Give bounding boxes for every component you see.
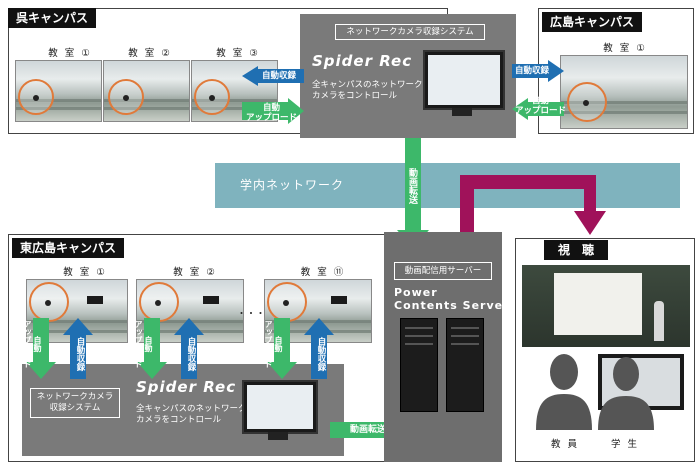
- camera-icon: [108, 79, 144, 115]
- viewing-distribution-arrow: [460, 175, 606, 238]
- lecturer-figure: [654, 301, 664, 341]
- hiroshima-auto-record-label: 自動収録: [515, 66, 550, 76]
- higashi-room-2-label: 教 室 ②: [173, 267, 217, 278]
- higashi-record-label-1: 自動収録: [75, 337, 85, 371]
- viewers-silhouettes: [536, 354, 684, 430]
- higashi-room-11-label: 教 室 ⑪: [300, 267, 346, 278]
- higashi-spider-rec-logo: Spider Rec: [136, 378, 237, 396]
- higashi-room-ellipsis: ・・・: [236, 309, 266, 320]
- upload-arrow-11: [267, 318, 297, 379]
- center-system-label: ネットワークカメラ収録システム: [335, 24, 485, 40]
- kure-room-1-photo: [15, 60, 102, 122]
- lecture-photo: [522, 265, 690, 347]
- video-transfer-down-arrow: [397, 138, 429, 249]
- camera-icon: [267, 282, 307, 322]
- higashi-system-caption: 全キャンパスのネットワーク カメラをコントロール: [136, 404, 247, 425]
- video-transfer-down-label: 動画転送: [407, 168, 417, 204]
- hiroshima-auto-record-arrow: [512, 60, 564, 82]
- kure-room-2-photo: [103, 60, 190, 122]
- record-arrow-1: [63, 318, 93, 379]
- viewing-title: 視 聴: [544, 240, 609, 260]
- higashi-record-label-11: 自動収録: [316, 337, 326, 371]
- camera-icon: [18, 79, 54, 115]
- center-system-caption: 全キャンパスのネットワーク カメラをコントロール: [312, 80, 423, 101]
- projected-slide: [554, 273, 642, 335]
- higashi-system-label: ネットワークカメラ 収録システム: [30, 388, 120, 418]
- kure-auto-upload-arrow: [242, 98, 304, 124]
- center-monitor: [423, 50, 505, 110]
- server-tower-2: [446, 318, 484, 412]
- hiroshima-room-1-label: 教 室 ①: [603, 43, 647, 54]
- server-box-label: 動画配信用サーバー: [394, 262, 492, 280]
- kure-room-1-label: 教 室 ①: [48, 48, 92, 59]
- role-student-label: 学 生: [610, 439, 640, 450]
- server-logo-line1: Power: [394, 286, 438, 299]
- higashi-monitor-stand: [268, 432, 288, 440]
- hiroshima-room-1-photo: [560, 55, 688, 129]
- upload-arrow-1: [26, 318, 56, 379]
- video-transfer-right-label: 動画転送: [350, 425, 387, 435]
- camera-icon: [567, 82, 607, 122]
- kure-auto-record-arrow: [242, 66, 304, 86]
- server-logo-line2: Contents Server: [394, 299, 510, 312]
- record-arrow-11: [304, 318, 334, 379]
- center-spider-rec-logo: Spider Rec: [312, 52, 413, 70]
- campus-network-band: [215, 163, 680, 208]
- hiroshima-auto-upload-arrow: [512, 98, 564, 120]
- higashi-upload-label-1: 自動 アップロード: [23, 320, 42, 368]
- higashi-campus-title: 東広島キャンパス: [12, 238, 125, 258]
- higashi-upload-label-11: 自動 アップロード: [264, 320, 283, 368]
- higashi-vertical-arrows: [26, 318, 334, 379]
- kure-auto-record-label: 自動収録: [262, 71, 297, 81]
- camera-icon: [29, 282, 69, 322]
- server-tower-1: [400, 318, 438, 412]
- kure-campus-title: 呉キャンパス: [8, 8, 97, 28]
- higashi-room-1-label: 教 室 ①: [63, 267, 107, 278]
- camera-icon: [194, 79, 230, 115]
- upload-arrow-2: [137, 318, 167, 379]
- hiroshima-campus-title: 広島キャンパス: [542, 12, 643, 32]
- kure-room-2-label: 教 室 ②: [128, 48, 172, 59]
- network-label: 学内ネットワーク: [240, 178, 345, 192]
- record-arrow-2: [174, 318, 204, 379]
- center-monitor-stand: [452, 108, 472, 116]
- hiroshima-auto-upload-label: 自動 アップロード: [515, 96, 567, 116]
- higashi-monitor: [242, 380, 318, 434]
- kure-arrows: [242, 66, 304, 124]
- role-teacher-label: 教 員: [550, 439, 580, 450]
- higashi-upload-label-2: 自動 アップロード: [134, 320, 153, 368]
- higashi-record-label-2: 自動収録: [186, 337, 196, 371]
- kure-auto-upload-label: 自動 アップロード: [246, 103, 298, 123]
- camera-icon: [139, 282, 179, 322]
- kure-room-3-label: 教 室 ③: [216, 48, 260, 59]
- hiroshima-arrows: [512, 60, 564, 120]
